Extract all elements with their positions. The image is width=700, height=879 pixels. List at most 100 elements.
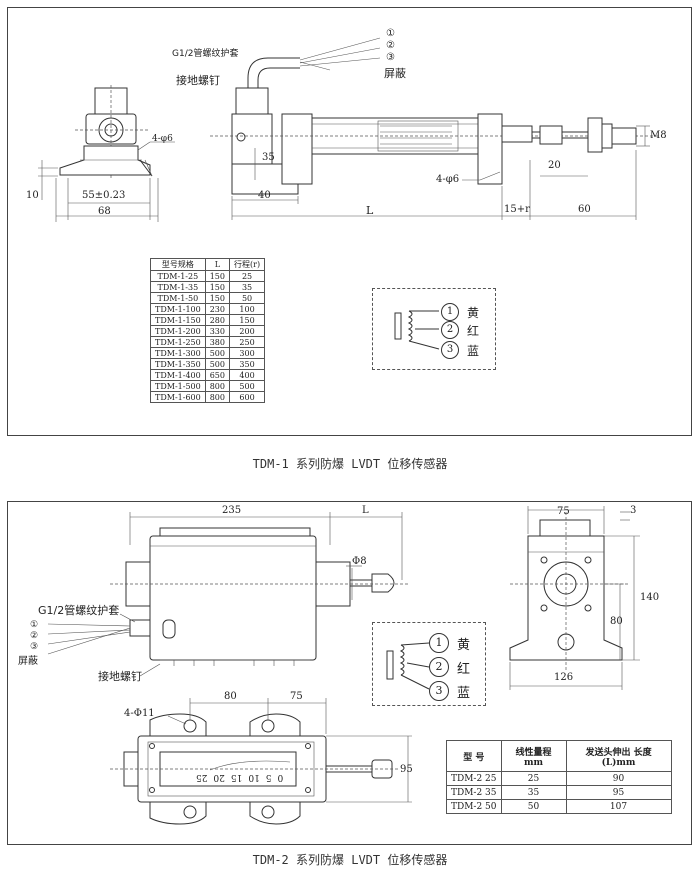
- wire-color: 红: [457, 661, 471, 677]
- label-wire2-1: ②: [386, 40, 395, 51]
- table-cell: 95: [565, 785, 672, 800]
- dim-140: 140: [640, 592, 660, 603]
- wire-color: 蓝: [457, 685, 471, 701]
- table-cell: TDM-1-50: [150, 292, 206, 304]
- label-conduit-2: G1/2管螺纹护套: [38, 604, 120, 617]
- dim-75-top: 75: [557, 506, 570, 517]
- table-header-row: 型 号 线性量程 mm 发送头伸出 长度(L)mm: [446, 740, 672, 772]
- wire-color: 红: [467, 323, 480, 338]
- dim-20: 20: [548, 160, 561, 171]
- label-hole: 4-Φ11: [124, 708, 155, 719]
- table-cell: 25: [500, 771, 567, 786]
- table-cell: 330: [204, 325, 231, 337]
- dim-35: 35: [262, 152, 275, 163]
- label-dia6-left: 4-φ6: [152, 134, 173, 144]
- wire-color: 蓝: [467, 343, 480, 358]
- wire-item: 2 红: [429, 657, 470, 677]
- wire-item: 3 蓝: [429, 681, 470, 701]
- table-cell: TDM-1-500: [150, 380, 206, 392]
- dim-40: 40: [258, 190, 271, 201]
- table-cell: TDM-1-35: [150, 281, 206, 293]
- table-cell: 150: [204, 281, 231, 293]
- label-dia6-bottom: 4-φ6: [436, 174, 460, 185]
- dim-3: 3: [630, 505, 637, 516]
- dim-10: 10: [26, 190, 39, 201]
- wire-color: 黄: [457, 637, 471, 653]
- table-header: L: [204, 258, 231, 271]
- label-m8: M8: [650, 130, 667, 141]
- dim-235: 235: [222, 505, 242, 516]
- table-cell: 300: [228, 347, 266, 359]
- table-cell: TDM-1-350: [150, 358, 206, 370]
- scale-tick: 0: [277, 772, 284, 782]
- scale-tick: 5: [265, 772, 272, 782]
- side-view-main: [210, 37, 660, 195]
- table-cell: 100: [228, 303, 266, 315]
- label-wire2-2: ②: [30, 631, 39, 641]
- wire-color: 黄: [467, 305, 480, 320]
- label-ground-screw-2: 接地螺钉: [98, 670, 142, 683]
- table-cell: 35: [228, 281, 266, 293]
- wire-item: 2 红: [441, 321, 479, 339]
- scale-tick: 15: [230, 772, 243, 782]
- wire-number: 3: [429, 681, 449, 701]
- label-wire3-1: ③: [386, 52, 395, 63]
- label-phi8: Φ8: [352, 556, 367, 567]
- label-wire1-1: ①: [386, 28, 395, 39]
- table-header: 型号规格: [150, 258, 206, 271]
- table-cell: 150: [204, 292, 231, 304]
- table-cell: 380: [204, 336, 231, 348]
- scale-tick: 25: [196, 772, 208, 782]
- table-header: 型 号: [446, 740, 502, 772]
- table-cell: TDM-1-200: [150, 325, 206, 337]
- table-cell: 150: [204, 270, 231, 282]
- table-cell: TDM-2 50: [446, 799, 502, 814]
- table-cell: 107: [565, 799, 672, 814]
- label-wire3-2: ③: [30, 642, 39, 652]
- table-cell: 230: [204, 303, 231, 315]
- table-cell: 90: [565, 771, 672, 786]
- wire-number: 2: [441, 321, 459, 339]
- table-cell: TDM-1-100: [150, 303, 206, 315]
- dim-55: 55±0.23: [82, 190, 126, 201]
- table-cell: 25: [228, 270, 266, 282]
- table-header: 线性量程 mm: [500, 740, 567, 772]
- caption-tdm2: TDM-2 系列防爆 LVDT 位移传感器: [252, 853, 448, 867]
- table-cell: 800: [204, 380, 231, 392]
- table-header: 发送头伸出 长度(L)mm: [565, 740, 672, 772]
- label-shield-1: 屏蔽: [384, 67, 406, 80]
- scale-tick: 10: [248, 772, 260, 782]
- wire-item: 1 黄: [429, 633, 470, 653]
- dim-68: 68: [98, 206, 111, 217]
- dim-L-2: L: [362, 505, 369, 516]
- table-cell: TDM-1-400: [150, 369, 206, 381]
- label-wire1-2: ①: [30, 620, 39, 630]
- table-cell: 35: [500, 785, 567, 800]
- dim-60: 60: [578, 204, 591, 215]
- dim-126: 126: [554, 672, 574, 683]
- table-cell: TDM-1-600: [150, 391, 206, 403]
- scale-ruler: 0 5 10 15 20 25: [196, 772, 283, 782]
- table-cell: 50: [228, 292, 266, 304]
- table-cell: 400: [228, 369, 266, 381]
- table-header: 行程(r): [228, 258, 266, 271]
- caption-tdm1: TDM-1 系列防爆 LVDT 位移传感器: [252, 457, 448, 471]
- table-cell: 150: [228, 314, 266, 326]
- table-cell: 500: [228, 380, 266, 392]
- wire-item: 3 蓝: [441, 341, 479, 359]
- table-cell: 500: [204, 347, 231, 359]
- table-cell: TDM-2 35: [446, 785, 502, 800]
